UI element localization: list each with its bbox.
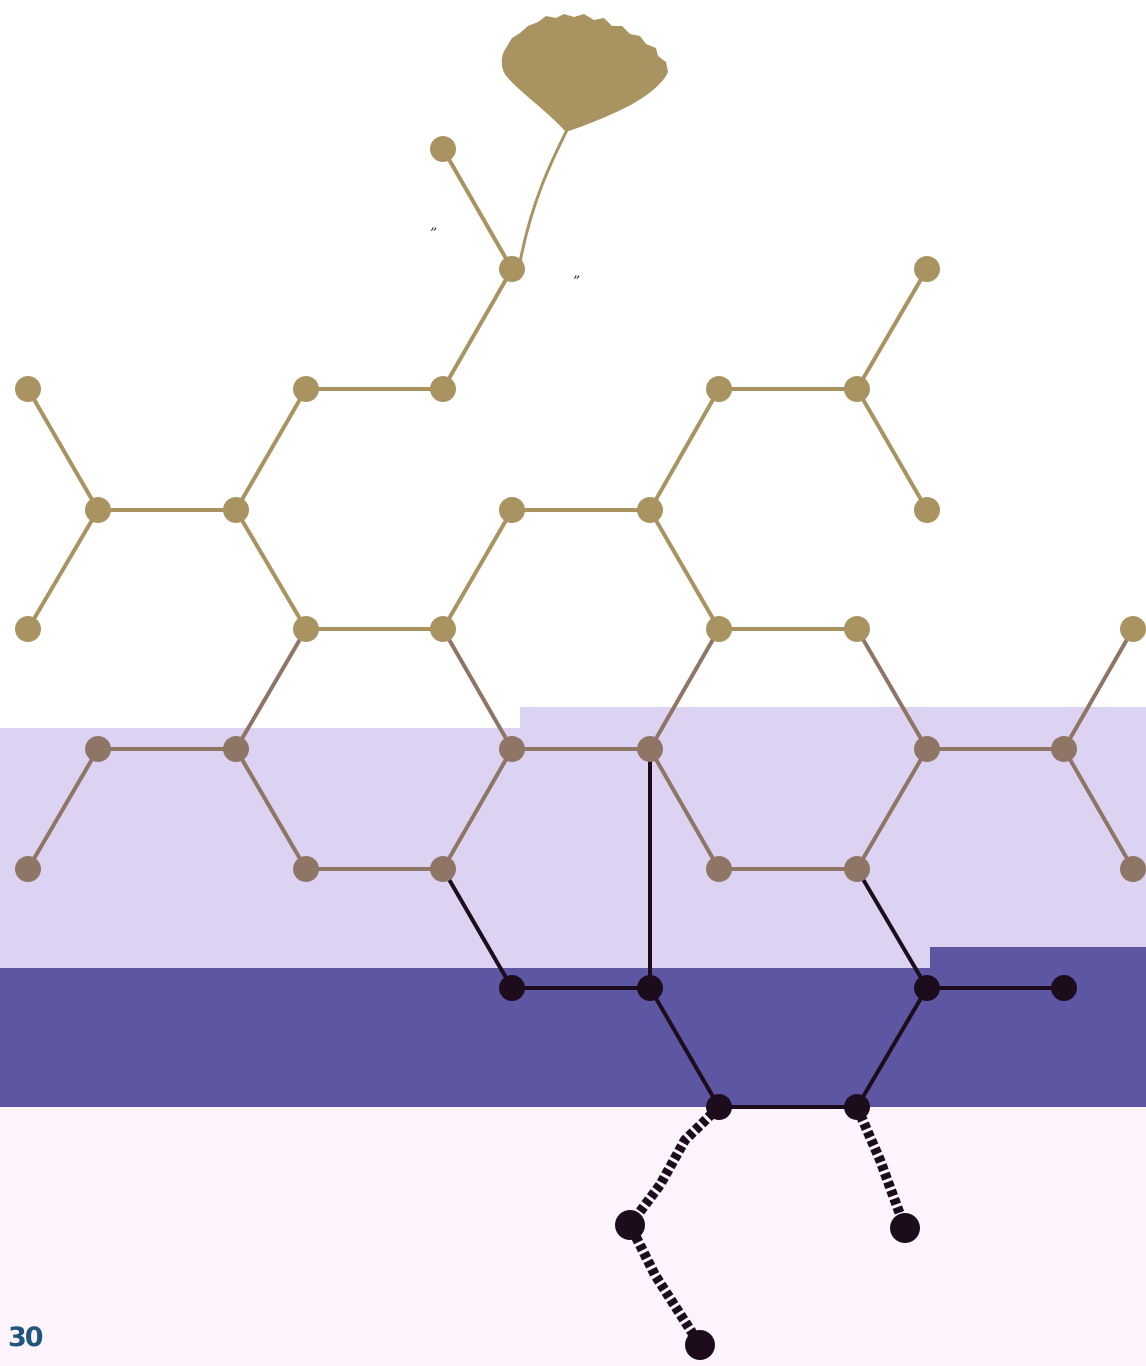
lilac-band <box>0 728 1146 968</box>
atom-node <box>1120 856 1146 882</box>
pendant-atom <box>685 1330 715 1360</box>
atom-node <box>844 856 870 882</box>
atom-node <box>15 616 41 642</box>
ginkgo-leaf-stem <box>518 127 570 263</box>
atom-node <box>293 856 319 882</box>
atom-node <box>85 497 111 523</box>
bond-line <box>855 867 929 990</box>
atom-node <box>706 376 732 402</box>
bond-line <box>648 747 721 871</box>
bond-line <box>441 627 514 751</box>
indigo-band <box>0 968 1146 1107</box>
bond-line <box>648 986 721 1109</box>
atom-node <box>1120 616 1146 642</box>
bond-line <box>441 147 514 271</box>
atom-node <box>293 616 319 642</box>
dark-pendant-bonds <box>615 1103 920 1360</box>
atom-node <box>637 975 663 1001</box>
atom-node <box>430 136 456 162</box>
bond-line <box>855 747 929 871</box>
bond-line <box>26 747 100 871</box>
bond-line <box>234 508 308 631</box>
atom-node <box>1051 975 1077 1001</box>
pendant-bond <box>624 1103 723 1348</box>
atom-node <box>499 497 525 523</box>
atom-node <box>844 616 870 642</box>
atom-node <box>844 376 870 402</box>
bond-line <box>26 387 100 512</box>
bond-line <box>234 747 308 871</box>
ginkgo-leaf-icon <box>501 14 668 263</box>
bond-line <box>1062 627 1135 751</box>
atom-node <box>223 497 249 523</box>
atom-node <box>293 376 319 402</box>
pendant-atom <box>615 1210 645 1240</box>
pendant-atom <box>890 1213 920 1243</box>
indigo-band-step <box>930 947 1146 969</box>
bond-line <box>234 627 308 751</box>
pink-band <box>0 1107 1146 1366</box>
bond-line <box>855 387 929 512</box>
atom-node <box>637 497 663 523</box>
atom-node <box>15 856 41 882</box>
atom-node <box>499 736 525 762</box>
atom-node <box>637 736 663 762</box>
atom-node <box>430 616 456 642</box>
indigo-band-notch <box>0 1087 920 1107</box>
atom-node <box>706 856 732 882</box>
bond-line <box>441 867 514 990</box>
ginkgo-leaf-blade <box>501 14 668 132</box>
atom-node <box>15 376 41 402</box>
atom-nodes <box>15 136 1146 1120</box>
bond-line <box>441 747 514 871</box>
bond-line <box>441 508 514 631</box>
atom-node <box>430 376 456 402</box>
page-number: 30 <box>8 1322 44 1353</box>
closing-quote-mark: ” <box>573 274 581 290</box>
bond-lines <box>26 147 1135 1109</box>
atom-node <box>1051 736 1077 762</box>
bond-line <box>648 387 721 512</box>
pendant-bond <box>852 1105 910 1230</box>
atom-node <box>223 736 249 762</box>
atom-node <box>499 975 525 1001</box>
bond-line <box>648 627 721 751</box>
atom-node <box>914 736 940 762</box>
atom-node <box>430 856 456 882</box>
bond-line <box>855 986 929 1109</box>
bond-line <box>855 627 929 751</box>
bond-line <box>1062 747 1135 871</box>
atom-node <box>706 616 732 642</box>
bond-line <box>648 508 721 631</box>
atom-node <box>499 256 525 282</box>
atom-node <box>914 975 940 1001</box>
atom-node <box>914 256 940 282</box>
atom-node <box>914 497 940 523</box>
bond-line <box>855 267 929 391</box>
atom-node <box>85 736 111 762</box>
lilac-band-step <box>520 707 1146 729</box>
bond-line <box>234 387 308 512</box>
opening-quote-mark: ” <box>430 226 438 242</box>
bond-line <box>26 508 100 631</box>
bond-line <box>441 267 514 391</box>
